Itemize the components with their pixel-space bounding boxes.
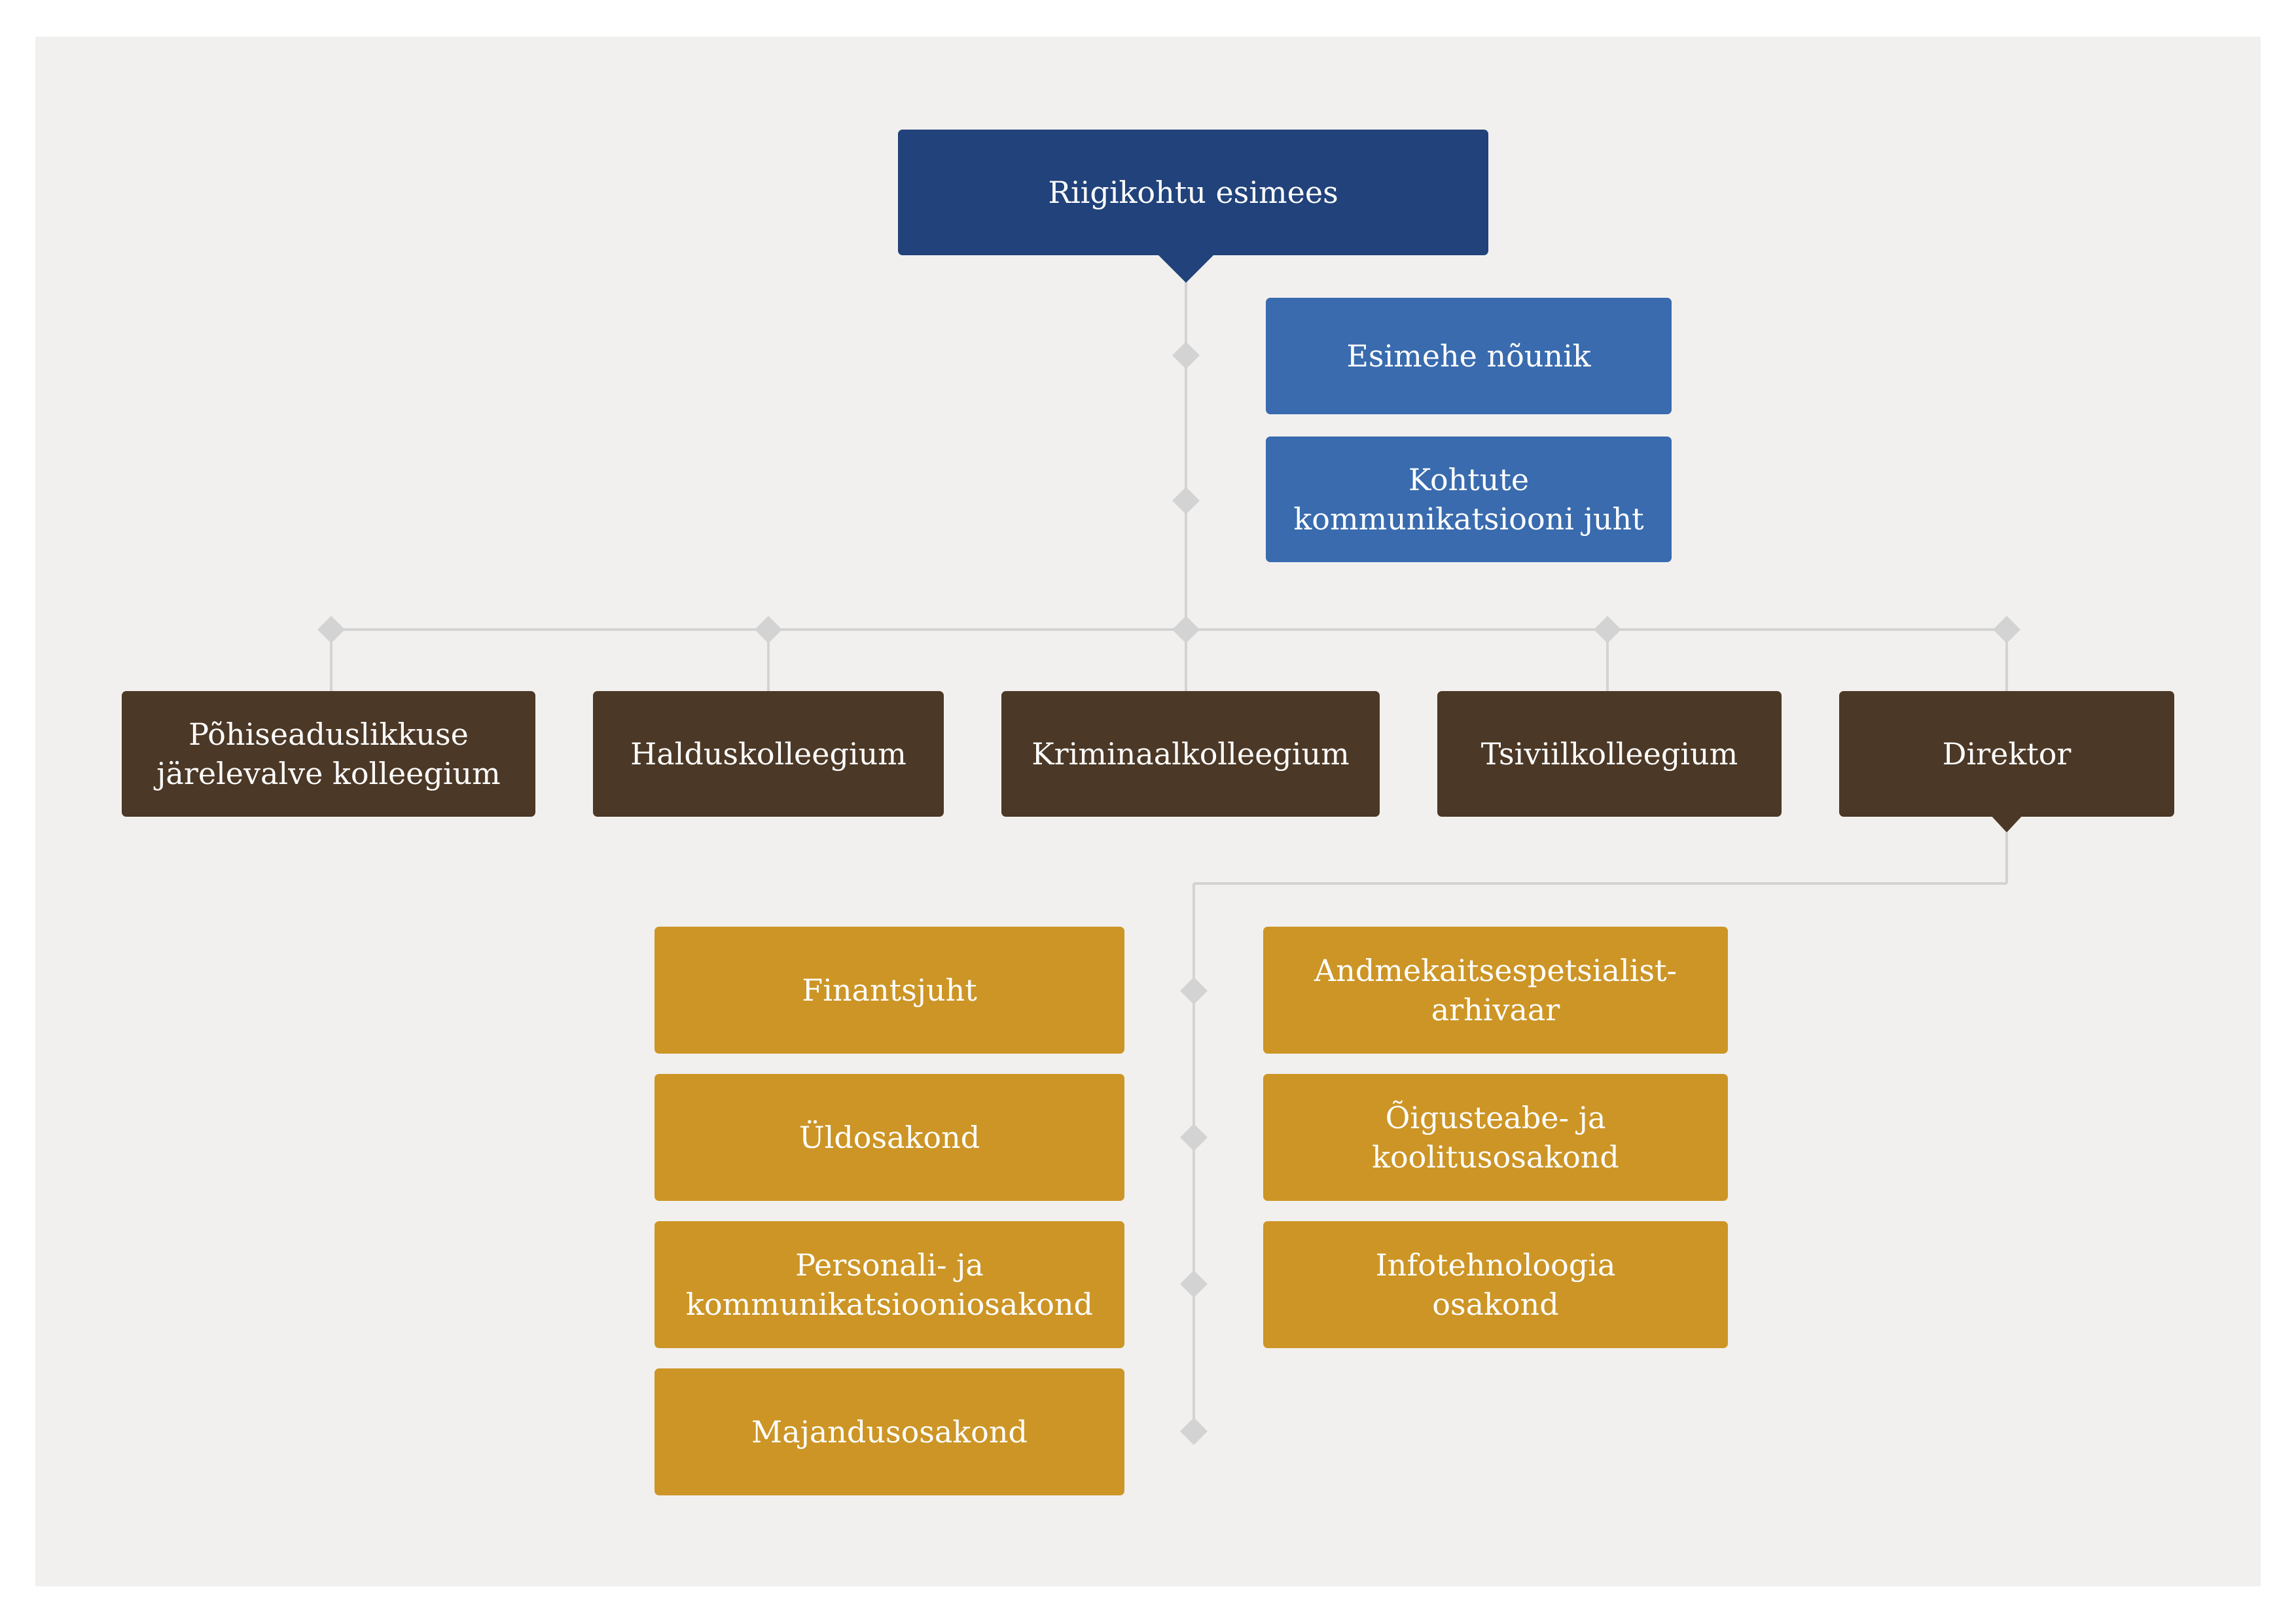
advisor-box[interactable]: Kohtute kommunikatsiooni juht	[1266, 437, 1672, 562]
director-box[interactable]: Direktor	[1839, 691, 2174, 817]
department-box[interactable]: Õigusteabe- ja koolitusosakond	[1263, 1074, 1728, 1201]
college-label: Kriminaalkolleegium	[1031, 736, 1350, 772]
department-label: Õigusteabe- ja koolitusosakond	[1372, 1100, 1619, 1175]
connector-node	[1993, 616, 2020, 643]
connector-node	[1172, 616, 1200, 643]
department-label: Üldosakond	[798, 1120, 980, 1155]
department-label: Infotehnoloogia osakond	[1375, 1247, 1616, 1322]
department-label: Andmekaitsespetsialist- arhivaar	[1314, 953, 1677, 1027]
department-label: Personali- ja kommunikatsiooniosakond	[686, 1247, 1093, 1322]
connector-node	[317, 616, 345, 643]
connector-node	[1172, 487, 1200, 514]
department-box[interactable]: Infotehnoloogia osakond	[1263, 1221, 1728, 1348]
department-box[interactable]: Üldosakond	[655, 1074, 1124, 1201]
college-box[interactable]: Põhiseaduslikkuse järelevalve kolleegium	[122, 691, 535, 817]
advisor-label: Esimehe nõunik	[1346, 338, 1591, 374]
college-box[interactable]: Tsiviilkolleegium	[1437, 691, 1782, 817]
advisor-label: Kohtute kommunikatsiooni juht	[1293, 462, 1644, 537]
connector-node	[1180, 1418, 1208, 1445]
department-box[interactable]: Personali- ja kommunikatsiooniosakond	[655, 1221, 1124, 1348]
college-label: Põhiseaduslikkuse järelevalve kolleegium	[156, 717, 501, 791]
director-label: Direktor	[1942, 736, 2072, 772]
connector-node	[1180, 1270, 1208, 1298]
college-box[interactable]: Kriminaalkolleegium	[1001, 691, 1380, 817]
department-label: Majandusosakond	[751, 1414, 1028, 1450]
college-box[interactable]: Halduskolleegium	[593, 691, 944, 817]
department-label: Finantsjuht	[802, 972, 977, 1008]
college-label: Tsiviilkolleegium	[1480, 736, 1738, 772]
department-box[interactable]: Majandusosakond	[655, 1368, 1124, 1495]
college-label: Halduskolleegium	[630, 736, 906, 772]
chairman-pointer	[1157, 254, 1215, 283]
connector-node	[1180, 977, 1208, 1005]
connector-node	[755, 616, 782, 643]
connector-node	[1172, 342, 1200, 369]
advisor-box[interactable]: Esimehe nõunik	[1266, 298, 1672, 414]
connector-node	[1594, 616, 1621, 643]
director-pointer	[1990, 814, 2024, 832]
department-box[interactable]: Finantsjuht	[655, 927, 1124, 1054]
chairman-box[interactable]: Riigikohtu esimees	[898, 130, 1488, 255]
department-box[interactable]: Andmekaitsespetsialist- arhivaar	[1263, 927, 1728, 1054]
chairman-label: Riigikohtu esimees	[1048, 175, 1338, 210]
connector-node	[1180, 1124, 1208, 1151]
